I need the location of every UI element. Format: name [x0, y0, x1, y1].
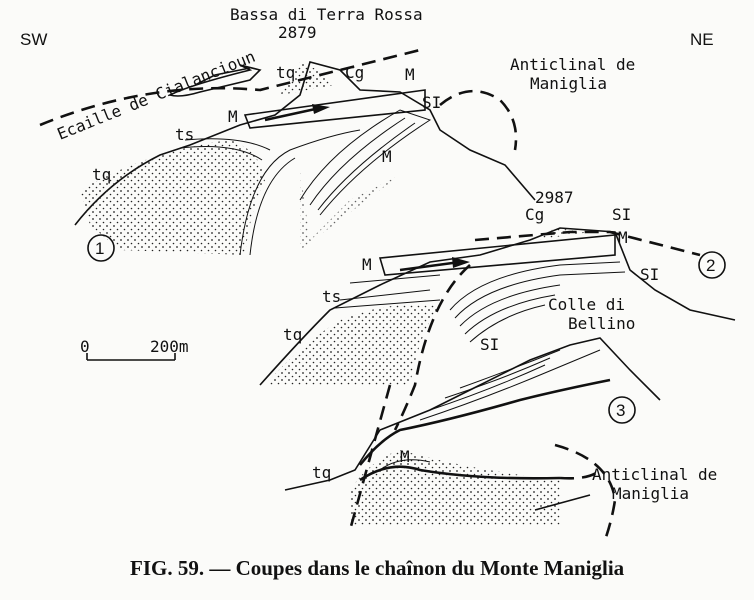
tq-sandstone-1b [300, 170, 400, 250]
sw-label: SW [20, 30, 47, 49]
label-si: SI [480, 335, 499, 354]
tq-sandstone-3 [350, 450, 560, 525]
tq-sandstone-2 [265, 304, 440, 385]
m-boundary-top [358, 378, 611, 466]
label-m: M [382, 147, 392, 166]
fault-line-3 [348, 384, 392, 531]
label-m: M [400, 447, 410, 466]
section-1: Bassa di Terra Rossa 2879 Ecaille de Cia… [39, 5, 635, 262]
m-slab-1 [243, 89, 426, 129]
label-tq: tq [92, 165, 111, 184]
summit-name-1: Bassa di Terra Rossa [230, 5, 423, 24]
anticline-dash-3 [554, 443, 617, 541]
thrust-line-1 [39, 48, 421, 127]
section-number-3: 3 [616, 401, 625, 420]
label-tq: tq [283, 325, 302, 344]
fold-lines-3 [379, 349, 601, 471]
thrust-arrow-1 [264, 106, 321, 122]
anticline-dash-1 [439, 89, 518, 151]
fold-lines-2 [334, 261, 626, 343]
label-cg: Cg [345, 63, 364, 82]
fault-line-2 [393, 264, 471, 431]
label-m: M [362, 255, 372, 274]
label-m: M [405, 65, 415, 84]
section-number-1: 1 [95, 239, 104, 258]
label-m: M [618, 228, 628, 247]
section-3-surface [284, 337, 661, 491]
label-cg: Cg [525, 205, 544, 224]
label-ts: ts [322, 287, 341, 306]
label-tq: tq [276, 63, 295, 82]
figure-caption: FIG. 59. — Coupes dans le chaînon du Mon… [130, 556, 625, 580]
label-tq: tq [312, 463, 331, 482]
scale-bar: 0 200m [80, 337, 189, 361]
ecaille-arrow-outline [167, 64, 262, 97]
label-ts: ts [175, 125, 194, 144]
fold-lines-1 [179, 109, 432, 256]
label-si: SI [422, 93, 441, 112]
label-m: M [228, 107, 238, 126]
ne-label: NE [690, 30, 714, 49]
section-number-2: 2 [706, 256, 715, 275]
section-number-circle [698, 251, 726, 279]
arrowhead-1 [312, 104, 330, 114]
tq-sandstone-1 [80, 140, 265, 255]
summit-altitude-2: 2987 [535, 188, 574, 207]
m-slab-2 [378, 234, 616, 276]
ecaille-label: Ecaille de Cialancioun [54, 47, 258, 144]
section-number-circle [608, 396, 636, 424]
section-number-circle [87, 234, 115, 262]
section-2-surface [259, 227, 736, 386]
scale-start: 0 [80, 337, 90, 356]
ecaille-arrow [194, 67, 251, 86]
label-si: SI [612, 205, 631, 224]
fold-hinge-dash [559, 469, 601, 480]
scale-end: 200m [150, 337, 189, 356]
arrowhead-2 [452, 257, 470, 268]
thrust-line-2 [474, 230, 701, 257]
summit-altitude-1: 2879 [278, 23, 317, 42]
anticline-pointer-3 [534, 494, 591, 511]
label-si: SI [640, 265, 659, 284]
thrust-arrow-2 [399, 260, 461, 272]
